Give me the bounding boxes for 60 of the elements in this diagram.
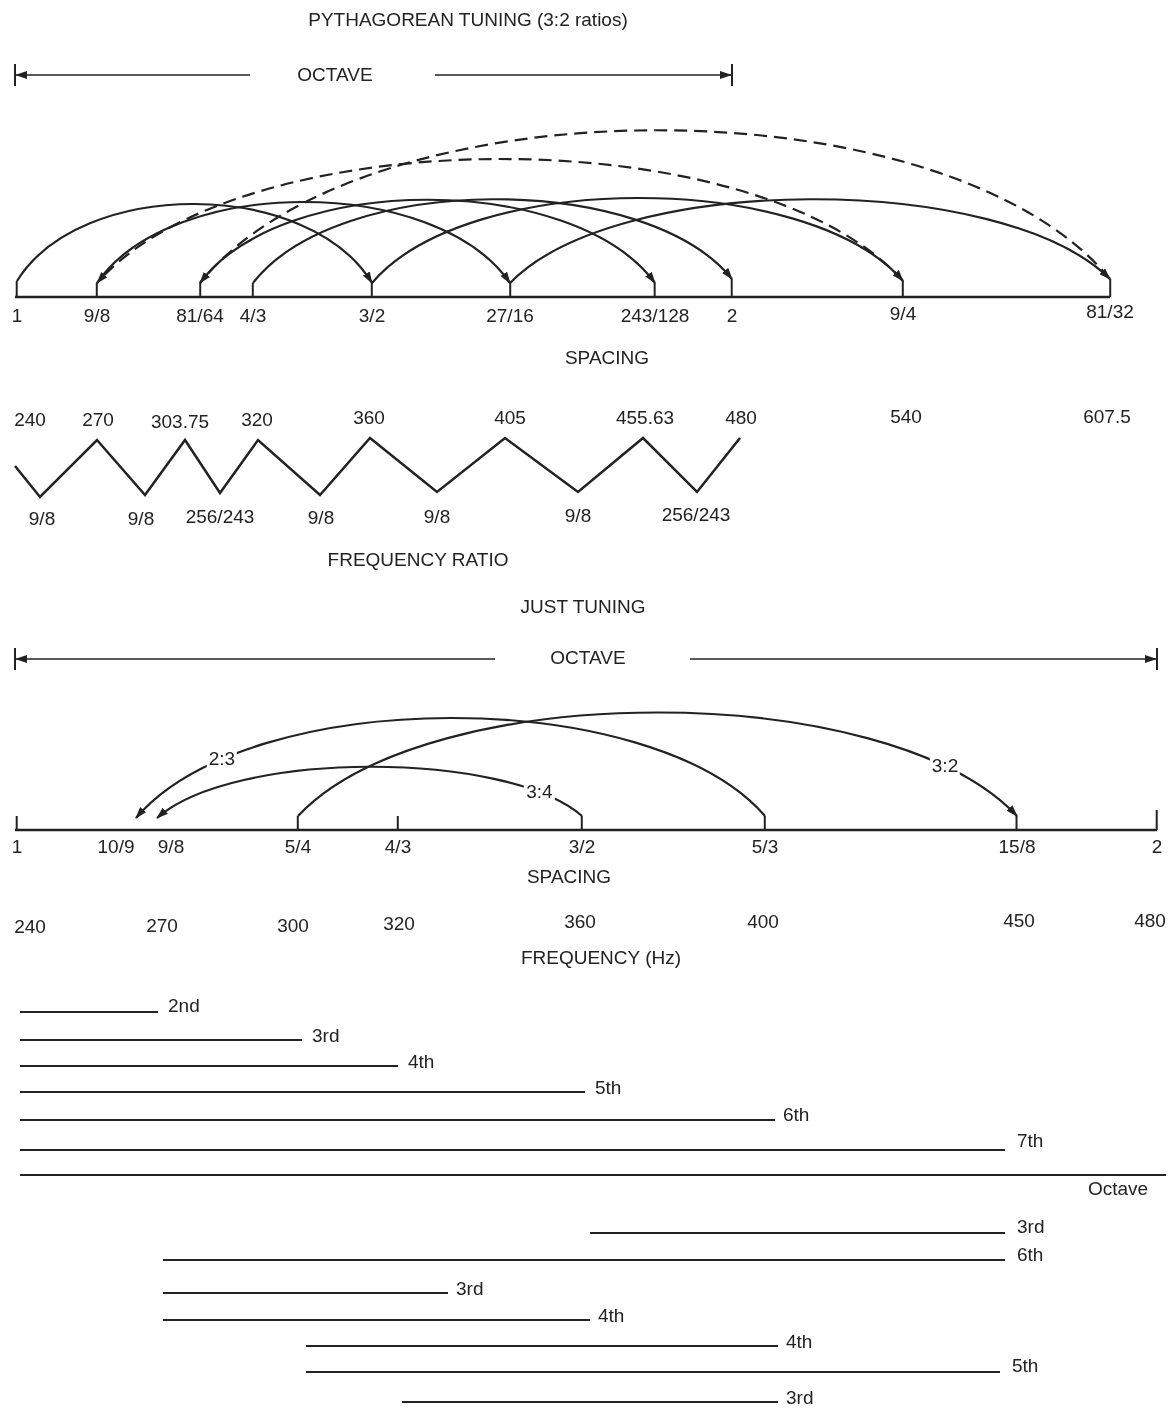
frequency-value: 240 bbox=[14, 409, 46, 431]
axis-label: FREQUENCY (Hz) bbox=[520, 947, 682, 969]
dimension-label: OCTAVE bbox=[297, 64, 373, 86]
frequency-value: 480 bbox=[1134, 910, 1166, 932]
interval-label: 7th bbox=[1017, 1130, 1044, 1152]
axis-label: SPACING bbox=[564, 347, 650, 369]
arc-arrow bbox=[371, 197, 904, 284]
edge-label: 3:4 bbox=[524, 782, 555, 803]
frequency-value: 607.5 bbox=[1083, 406, 1131, 428]
frequency-value: 405 bbox=[494, 407, 526, 429]
ratio-value: 9/8 bbox=[423, 506, 451, 528]
interval-label: 4th bbox=[598, 1305, 625, 1327]
interval-label: 3rd bbox=[786, 1387, 814, 1409]
frequency-value: 360 bbox=[564, 911, 596, 933]
ratio-value: 256/243 bbox=[661, 504, 731, 526]
frequency-value: 270 bbox=[146, 915, 178, 937]
ratio-value: 9/8 bbox=[307, 507, 335, 529]
arc-arrow bbox=[156, 765, 583, 819]
frequency-value: 450 bbox=[1003, 910, 1035, 932]
interval-label: 3rd bbox=[1017, 1216, 1045, 1238]
interval-label: 3rd bbox=[456, 1278, 484, 1300]
axis-label: FREQUENCY RATIO bbox=[327, 549, 509, 571]
frequency-value: 400 bbox=[747, 911, 779, 933]
ratio-value: 9/8 bbox=[28, 508, 56, 530]
interval-label: Octave bbox=[1088, 1178, 1149, 1200]
arc-arrow bbox=[199, 129, 1111, 284]
interval-label: 3rd bbox=[312, 1025, 340, 1047]
arc-arrow bbox=[252, 198, 733, 284]
arc-arrow bbox=[509, 198, 1111, 284]
frequency-value: 320 bbox=[241, 409, 273, 431]
ratio-value: 9/8 bbox=[564, 505, 592, 527]
frequency-value: 240 bbox=[14, 916, 46, 938]
axis-label: SPACING bbox=[526, 866, 612, 888]
dimension-label: OCTAVE bbox=[550, 647, 626, 669]
frequency-value: 270 bbox=[82, 409, 114, 431]
frequency-value: 480 bbox=[725, 407, 757, 429]
arc-arrow bbox=[16, 203, 373, 284]
interval-label: 5th bbox=[1012, 1355, 1039, 1377]
section-heading: JUST TUNING bbox=[520, 596, 646, 618]
arc-arrow bbox=[96, 158, 904, 284]
interval-label: 2nd bbox=[168, 995, 200, 1017]
frequency-value: 300 bbox=[277, 915, 309, 937]
interval-label: 4th bbox=[408, 1051, 435, 1073]
title: PYTHAGOREAN TUNING (3:2 ratios) bbox=[308, 9, 628, 31]
frequency-value: 320 bbox=[383, 913, 415, 935]
frequency-value: 455.63 bbox=[615, 407, 675, 429]
frequency-value: 303.75 bbox=[150, 411, 210, 433]
ratio-value: 9/8 bbox=[127, 508, 155, 530]
interval-label: 4th bbox=[786, 1331, 813, 1353]
interval-label: 5th bbox=[595, 1077, 622, 1099]
frequency-value: 360 bbox=[353, 407, 385, 429]
arc-arrow bbox=[135, 717, 766, 819]
frequency-value: 540 bbox=[890, 406, 922, 428]
arc-arrow bbox=[96, 201, 511, 284]
arc-arrow bbox=[297, 711, 1018, 817]
interval-label: 6th bbox=[1017, 1244, 1044, 1266]
interval-label: 6th bbox=[783, 1104, 810, 1126]
edge-label: 2:3 bbox=[206, 749, 238, 770]
ratio-value: 256/243 bbox=[185, 506, 255, 528]
edge-label: 3:2 bbox=[929, 756, 961, 777]
